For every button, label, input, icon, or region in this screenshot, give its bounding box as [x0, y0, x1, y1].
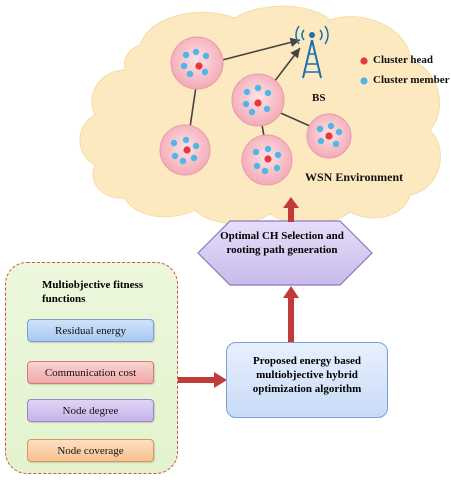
legend-cluster-head-label: Cluster head: [373, 54, 433, 66]
fitness-panel-title: Multiobjective fitness functions: [42, 279, 144, 305]
tower-icon: [295, 25, 329, 79]
arrow-algorithm-to-selection: [288, 296, 294, 343]
fitness-communication-cost: Communication cost: [27, 361, 154, 384]
base-station-label: BS: [312, 92, 326, 104]
cluster-1: [170, 36, 224, 90]
algorithm-step-text: Proposed energy based multiobjective hyb…: [252, 355, 362, 395]
cluster-4: [241, 134, 293, 186]
fitness-node-degree: Node degree: [27, 399, 154, 422]
arrow-selection-to-wsn: [288, 207, 294, 222]
fitness-residual-energy: Residual energy: [27, 319, 154, 342]
legend-cluster-head-marker: [360, 57, 368, 65]
selection-hexagon: [197, 220, 373, 286]
selection-step-text: Optimal CH Selection and rooting path ge…: [220, 230, 344, 256]
cluster-5: [306, 113, 352, 159]
cluster-3: [159, 124, 211, 176]
fitness-node-coverage: Node coverage: [27, 439, 154, 462]
cluster-2: [231, 73, 285, 127]
legend-cluster-member-marker: [360, 77, 368, 85]
flow-arrows: [178, 197, 299, 388]
wsn-environment-label: WSN Environment: [305, 170, 404, 184]
algorithm-box: [226, 342, 388, 418]
legend-cluster-member-label: Cluster member: [373, 74, 450, 86]
arrow-fitness-to-algorithm: [178, 377, 216, 383]
